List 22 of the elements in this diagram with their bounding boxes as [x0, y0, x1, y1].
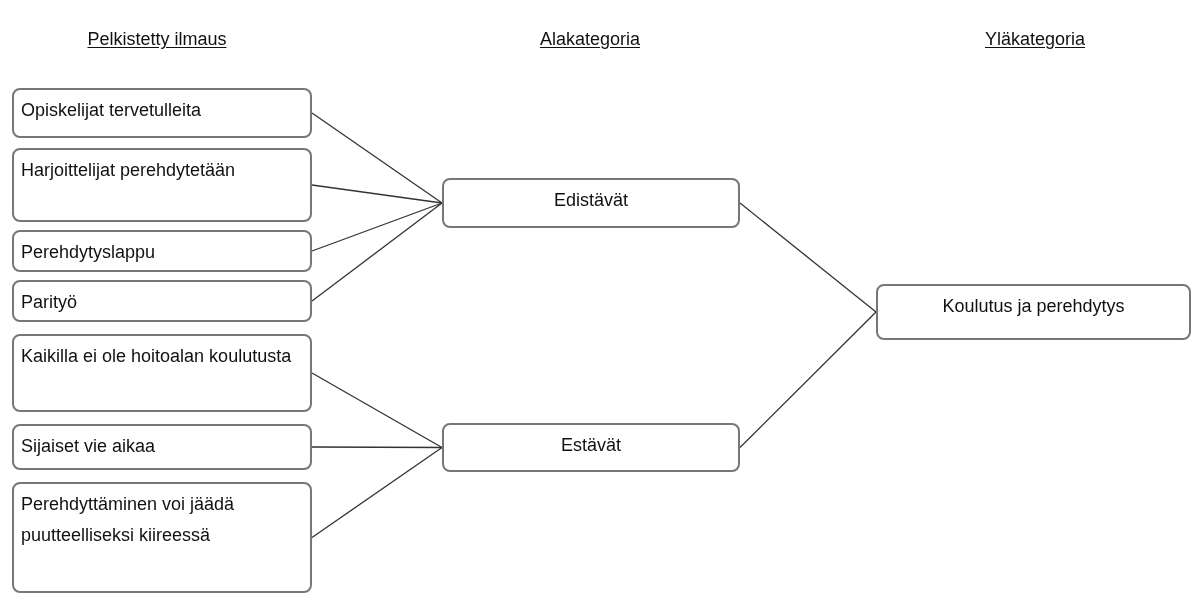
connector-line: [739, 202, 877, 313]
connector-line: [311, 446, 443, 539]
expression-box: Parityö: [12, 280, 312, 322]
expression-box: Harjoittelijat perehdytetään: [12, 148, 312, 222]
expression-box: Sijaiset vie aikaa: [12, 424, 312, 470]
expression-box: Perehdyttäminen voi jäädä puutteelliseksi kiireessä: [12, 482, 312, 593]
connector-line: [311, 202, 443, 302]
connector-line: [311, 184, 443, 204]
category-box: Estävät: [442, 423, 740, 472]
column-heading: Pelkistetty ilmaus: [87, 28, 227, 51]
connector-line: [311, 112, 443, 204]
category-box: Edistävät: [442, 178, 740, 228]
connector-line: [311, 202, 443, 252]
expression-box: Perehdytyslappu: [12, 230, 312, 272]
column-heading: Alakategoria: [539, 28, 641, 51]
connector-line: [311, 372, 443, 449]
category-box: Koulutus ja perehdytys: [876, 284, 1191, 340]
connector-line: [311, 446, 443, 449]
expression-box: Opiskelijat tervetulleita: [12, 88, 312, 138]
column-heading: Yläkategoria: [984, 28, 1086, 51]
expression-box: Kaikilla ei ole hoitoalan koulutusta: [12, 334, 312, 412]
connector-line: [739, 311, 877, 449]
